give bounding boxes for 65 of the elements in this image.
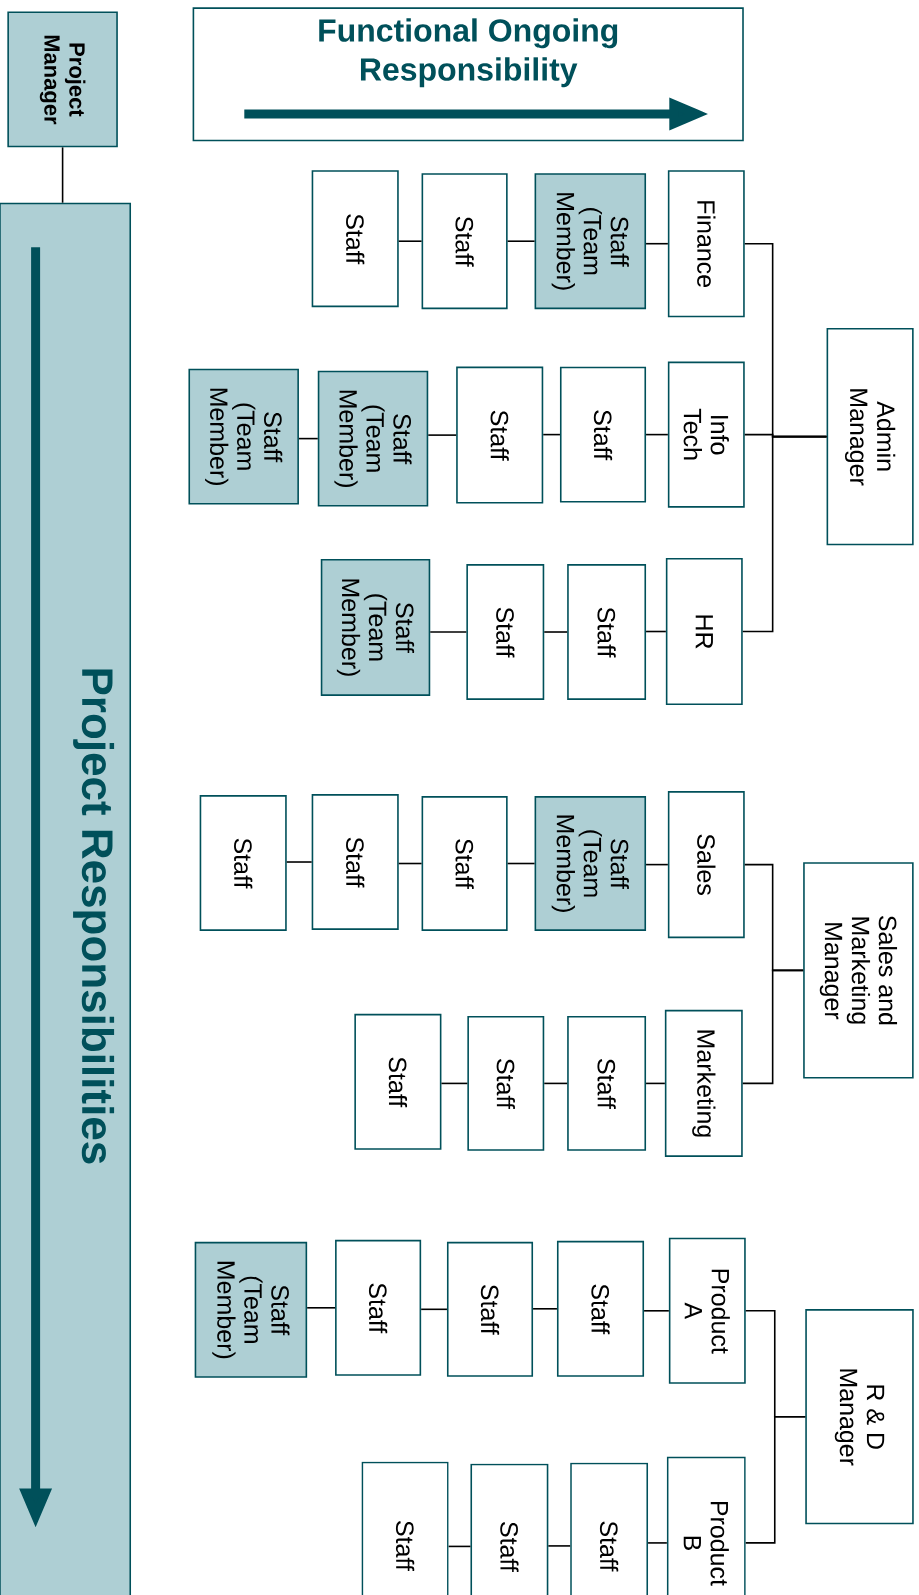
team-member-box: Staff (Team Member) — [534, 173, 647, 310]
connector-line — [645, 630, 667, 633]
staff-box: Staff — [421, 796, 508, 931]
staff-box: Staff — [421, 173, 508, 310]
team-member-box: Staff (Team Member) — [317, 370, 429, 507]
connector-line — [429, 631, 468, 633]
connector-line — [506, 240, 536, 242]
connector-line — [744, 1415, 807, 1544]
connector-line — [547, 1545, 571, 1547]
connector-line — [645, 433, 669, 436]
connector-line — [645, 242, 669, 245]
staff-box: Staff — [354, 1013, 442, 1150]
manager-box: Admin Manager — [826, 327, 914, 546]
connector-line — [420, 1308, 448, 1311]
staff-box: Staff — [570, 1462, 649, 1595]
connector-line — [741, 435, 828, 633]
staff-box: Staff — [446, 1241, 534, 1377]
staff-box: Staff — [311, 794, 399, 930]
department-box: Finance — [667, 170, 745, 318]
team-member-box: Staff (Team Member) — [194, 1241, 308, 1378]
staff-box: Staff — [567, 564, 647, 700]
staff-box: Staff — [556, 1240, 645, 1377]
staff-box: Staff — [361, 1461, 449, 1595]
department-box: Product B — [666, 1456, 746, 1595]
staff-box: Staff — [559, 366, 647, 503]
manager-box: R & D Manager — [805, 1309, 914, 1525]
connector-line — [647, 1542, 668, 1544]
staff-box: Staff — [199, 795, 287, 931]
staff-box: Staff — [335, 1239, 422, 1376]
staff-box: Staff — [567, 1015, 647, 1151]
connector-line — [532, 1308, 558, 1310]
connector-line — [61, 146, 64, 204]
staff-box: Staff — [311, 170, 399, 308]
staff-box: Staff — [456, 366, 544, 504]
team-member-box: Staff (Team Member) — [534, 796, 647, 931]
department-box: Product A — [668, 1237, 746, 1384]
connector-line — [285, 861, 313, 863]
department-box: Marketing — [664, 1009, 743, 1157]
connector-line — [298, 437, 319, 440]
staff-box: Staff — [466, 564, 545, 700]
staff-box: Staff — [470, 1463, 549, 1595]
connector-line — [542, 433, 561, 436]
manager-box: Sales and Marketing Manager — [803, 862, 914, 1079]
connector-line — [741, 969, 804, 1085]
responsibility-banner: Functional Ongoing Responsibility — [192, 7, 744, 142]
department-box: Info Tech — [667, 361, 745, 508]
connector-line — [427, 434, 457, 436]
connector-line — [506, 862, 536, 865]
connector-line — [306, 1307, 336, 1309]
connector-line — [643, 1310, 670, 1312]
connector-line — [397, 240, 423, 242]
connector-line — [645, 863, 669, 866]
team-member-box: Staff (Team Member) — [320, 558, 431, 696]
connector-line — [440, 1082, 469, 1085]
connector-line — [645, 1082, 666, 1085]
connector-line — [447, 1545, 472, 1548]
department-box: Sales — [667, 791, 745, 939]
department-box: HR — [665, 557, 743, 706]
role-box: Project Manager — [7, 11, 118, 148]
connector-line — [543, 1082, 568, 1085]
staff-box: Staff — [467, 1015, 545, 1151]
connector-line — [397, 862, 423, 865]
project-band: Project Responsibilities — [0, 202, 132, 1595]
team-member-box: Staff (Team Member) — [188, 368, 299, 505]
connector-line — [543, 631, 568, 633]
